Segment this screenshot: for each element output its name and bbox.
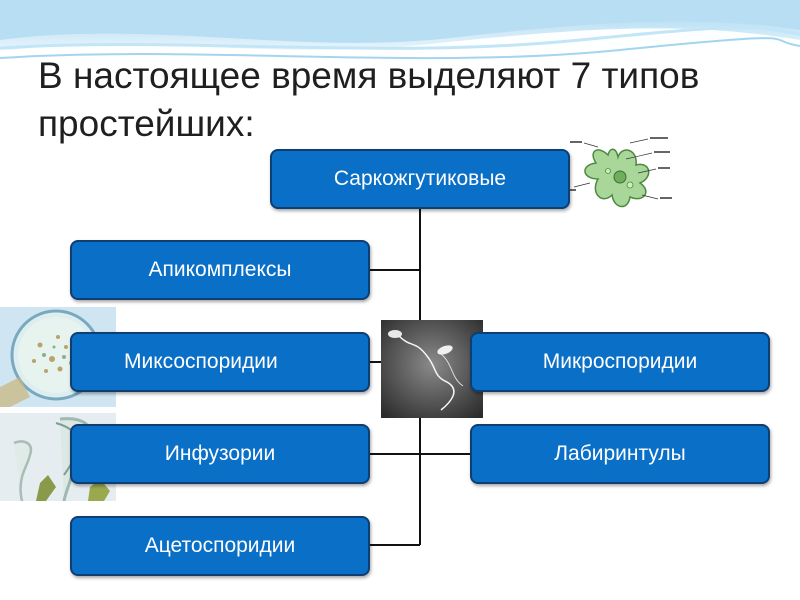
title-line-1: В настоящее время выделяют 7 типов bbox=[38, 55, 700, 96]
type-box-apikompleksy: Апикомплексы bbox=[70, 240, 370, 300]
type-label-apikompleksy: Апикомплексы bbox=[148, 258, 292, 281]
type-box-mikrosporidii: Микроспоридии bbox=[470, 332, 770, 392]
type-label-labirintuly: Лабиринтулы bbox=[554, 442, 686, 465]
title-line-2: простейших: bbox=[38, 103, 255, 144]
type-label-mikrosporidii: Микроспоридии bbox=[542, 350, 698, 373]
type-label-infuzorii: Инфузории bbox=[164, 442, 276, 465]
type-box-miksosporidii: Миксоспоридии bbox=[70, 332, 370, 392]
type-label-acetosporidii: Ацетоспоридии bbox=[144, 534, 296, 557]
type-label-sarkozhgutikovye: Саркожгутиковые bbox=[333, 167, 507, 190]
flagellate-micrograph-image bbox=[381, 320, 483, 418]
slide-title: В настоящее время выделяют 7 типов прост… bbox=[38, 52, 778, 148]
type-box-acetosporidii: Ацетоспоридии bbox=[70, 516, 370, 576]
type-box-labirintuly: Лабиринтулы bbox=[470, 424, 770, 484]
type-box-infuzorii: Инфузории bbox=[70, 424, 370, 484]
type-label-miksosporidii: Миксоспоридии bbox=[124, 350, 278, 373]
type-box-sarkozhgutikovye: Саркожгутиковые bbox=[270, 149, 570, 209]
amoeba-diagram-image bbox=[568, 133, 674, 221]
